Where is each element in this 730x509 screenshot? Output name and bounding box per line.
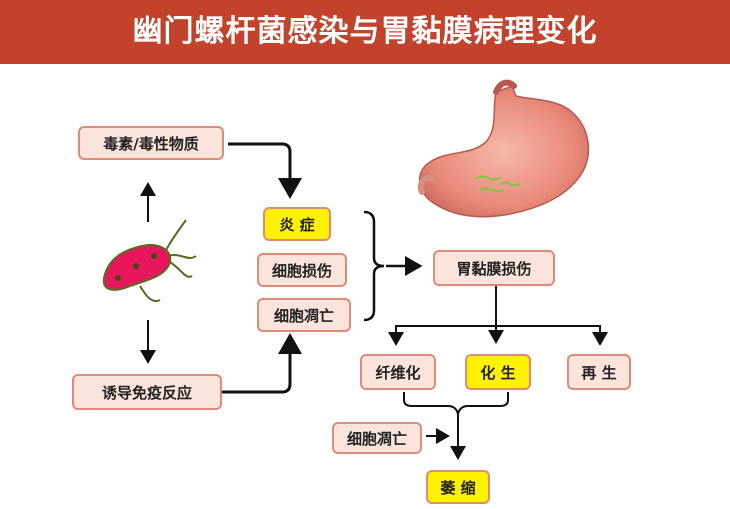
brace-right	[363, 210, 385, 322]
node-metaplasia: 化 生	[465, 354, 531, 390]
stomach-illustration	[417, 79, 590, 218]
node-cell-damage: 细胞损伤	[257, 253, 347, 287]
node-inflammation: 炎 症	[263, 207, 331, 241]
node-atrophy: 萎 缩	[426, 470, 490, 504]
node-mucosa-damage: 胃黏膜损伤	[433, 250, 555, 286]
arrow-immune-to-apoptosis	[222, 333, 302, 394]
node-apoptosis-2: 细胞凋亡	[332, 422, 422, 454]
branch-line	[395, 325, 601, 342]
node-apoptosis: 细胞凋亡	[257, 298, 351, 332]
node-toxin: 毒素/毒性物质	[78, 126, 224, 160]
arrow-toxin-to-inflammation	[228, 142, 302, 199]
node-fibrosis: 纤维化	[360, 354, 436, 390]
bacteria-in-stomach	[475, 175, 521, 193]
bacterium-illustration	[102, 219, 197, 302]
node-regeneration: 再 生	[567, 354, 631, 390]
node-immune-response: 诱导免疫反应	[72, 374, 222, 410]
title-banner: 幽门螺杆菌感染与胃黏膜病理变化	[0, 0, 730, 64]
brace-down	[403, 392, 509, 415]
page-title: 幽门螺杆菌感染与胃黏膜病理变化	[132, 14, 598, 49]
